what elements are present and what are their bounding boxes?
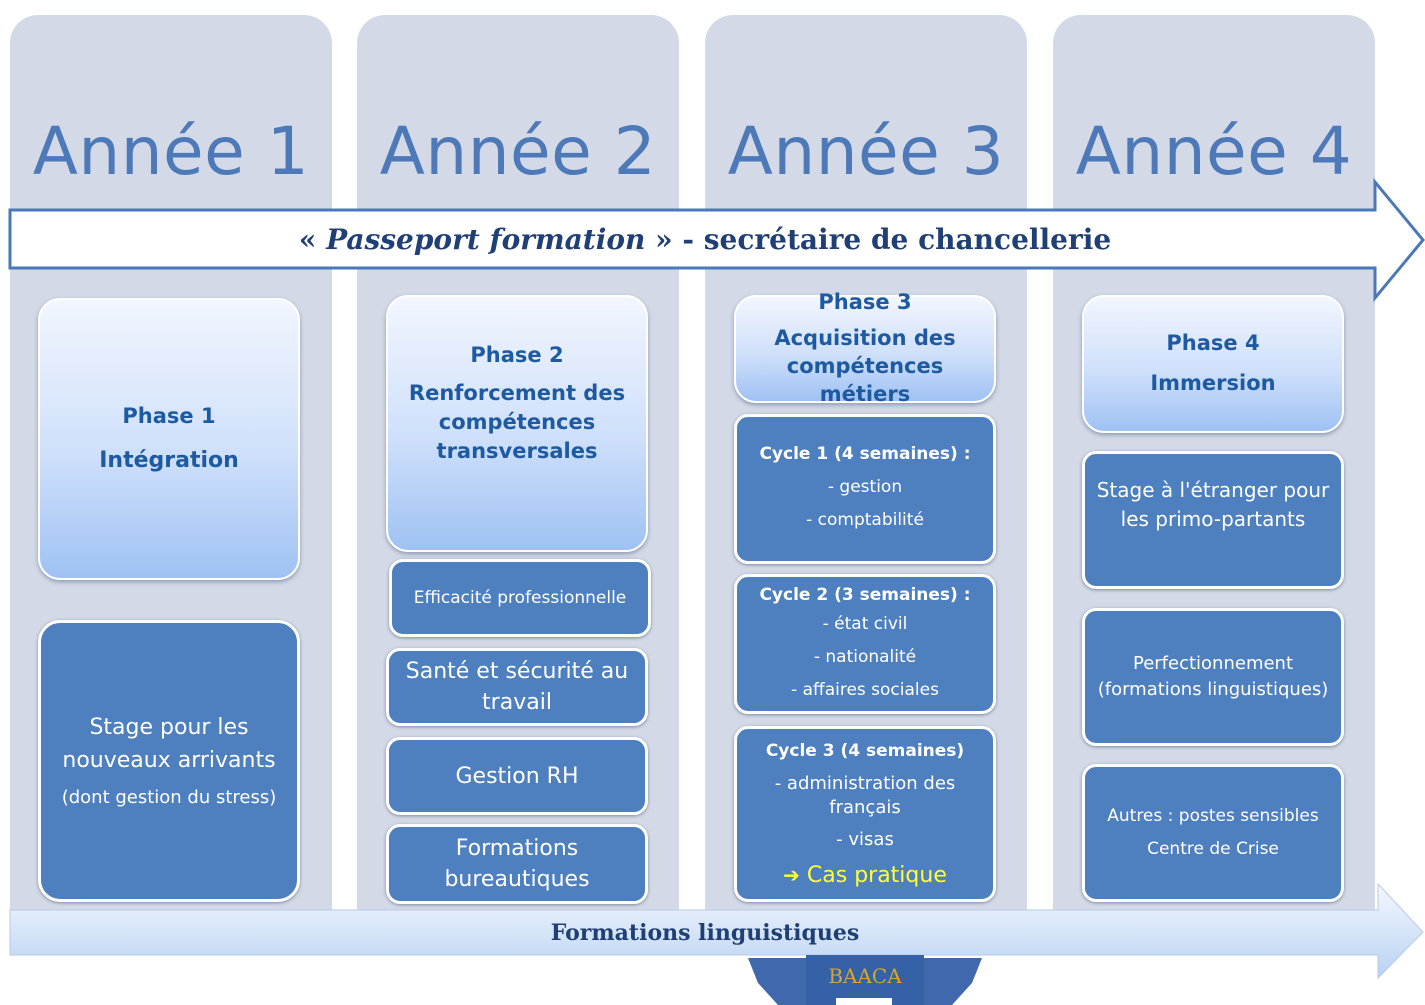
stage-etranger: Stage à l'étranger pour les primo-partan…: [1082, 451, 1344, 589]
linguistics-label: Formations linguistiques: [550, 920, 860, 946]
stage-nouveaux-arrivants-label: Stage pour les nouveaux arrivants: [62, 715, 276, 773]
year-heading-4: Année 4: [1075, 113, 1353, 190]
autres-postes: Autres : postes sensibles Centre de Cris…: [1082, 764, 1344, 902]
right-arrow-icon: ➔: [783, 862, 800, 887]
passeport-banner-text: « Passeport formation » - secrétaire de …: [10, 220, 1400, 260]
cycle-2-item-nationalite: - nationalité: [813, 646, 917, 667]
stage-nouveaux-arrivants: Stage pour les nouveaux arrivants (dont …: [38, 620, 300, 902]
phase-2-subtitle: Renforcement des compétences transversal…: [408, 381, 626, 463]
cycle-3-item-visas: - visas: [836, 828, 894, 850]
efficacite-label: Efficacité professionnelle: [413, 588, 627, 608]
badge-underline: [836, 998, 892, 1005]
phase-4-subtitle: Immersion: [1150, 370, 1276, 395]
efficacite-professionnelle: Efficacité professionnelle: [389, 559, 651, 637]
phase-1-title: Phase 1: [122, 403, 216, 428]
centre-de-crise-label: Centre de Crise: [1147, 839, 1279, 859]
badge-ribbon-right: [924, 958, 982, 1005]
passeport-arrow: [8, 177, 1425, 303]
phase-1-box: Phase 1 Intégration: [38, 298, 300, 580]
banner-rest: » - secrétaire de chancellerie: [645, 223, 1112, 256]
banner-open-quote: «: [298, 223, 327, 256]
cycle-3-item-administration: - administration des français: [774, 772, 956, 818]
phase-3-title: Phase 3: [818, 290, 912, 314]
stage-note: (dont gestion du stress): [61, 787, 277, 808]
perfectionnement-label: Perfectionnement (formations linguistiqu…: [1097, 653, 1329, 700]
phase-2-box: Phase 2 Renforcement des compétences tra…: [386, 295, 648, 552]
bureautiques-label: Formations bureautiques: [444, 836, 590, 892]
autres-postes-label: Autres : postes sensibles: [1107, 806, 1319, 826]
year-heading-3: Année 3: [727, 113, 1005, 190]
cycle-2-item-etat-civil: - état civil: [822, 613, 908, 634]
phase-1-subtitle: Intégration: [99, 447, 239, 473]
gestion-rh: Gestion RH: [386, 737, 648, 815]
formations-bureautiques: Formations bureautiques: [386, 824, 648, 904]
linguistics-arrow: [9, 882, 1424, 980]
phase-2-title: Phase 2: [470, 343, 564, 367]
stage-etranger-label: Stage à l'étranger pour les primo-partan…: [1096, 478, 1330, 531]
perfectionnement: Perfectionnement (formations linguistiqu…: [1082, 608, 1344, 746]
sante-securite: Santé et sécurité au travail: [386, 648, 648, 726]
cycle-3-box: Cycle 3 (4 semaines) - administration de…: [734, 726, 996, 902]
phase-3-subtitle: Acquisition des compétences métiers: [774, 326, 956, 406]
cycle-1-title: Cycle 1 (4 semaines) :: [759, 444, 971, 464]
phase-4-box: Phase 4 Immersion: [1082, 295, 1344, 433]
cycle-3-title: Cycle 3 (4 semaines): [765, 740, 965, 761]
banner-italic: Passeport formation: [326, 223, 646, 256]
cycle-2-title: Cycle 2 (3 semaines) :: [759, 584, 971, 605]
cas-pratique-label: Cas pratique: [806, 862, 947, 888]
phase-3-box: Phase 3 Acquisition des compétences méti…: [734, 290, 996, 406]
cycle-2-box: Cycle 2 (3 semaines) : - état civil - na…: [734, 574, 996, 714]
year-heading-2: Année 2: [379, 113, 657, 190]
baaca-badge: BAACA: [828, 964, 902, 988]
cas-pratique: ➔ Cas pratique: [783, 860, 947, 891]
cycle-1-item-gestion: - gestion: [827, 477, 903, 497]
gestion-rh-label: Gestion RH: [455, 763, 579, 789]
phase-4-title: Phase 4: [1166, 330, 1260, 355]
cycle-1-box: Cycle 1 (4 semaines) : - gestion - compt…: [734, 414, 996, 564]
sante-label: Santé et sécurité au travail: [405, 659, 629, 715]
badge-plate: [806, 955, 924, 1005]
badge-ribbon-left: [748, 958, 806, 1005]
year-heading-1: Année 1: [32, 113, 310, 190]
cycle-2-item-affaires-sociales: - affaires sociales: [791, 679, 939, 700]
cycle-1-item-comptabilite: - comptabilité: [806, 510, 924, 530]
